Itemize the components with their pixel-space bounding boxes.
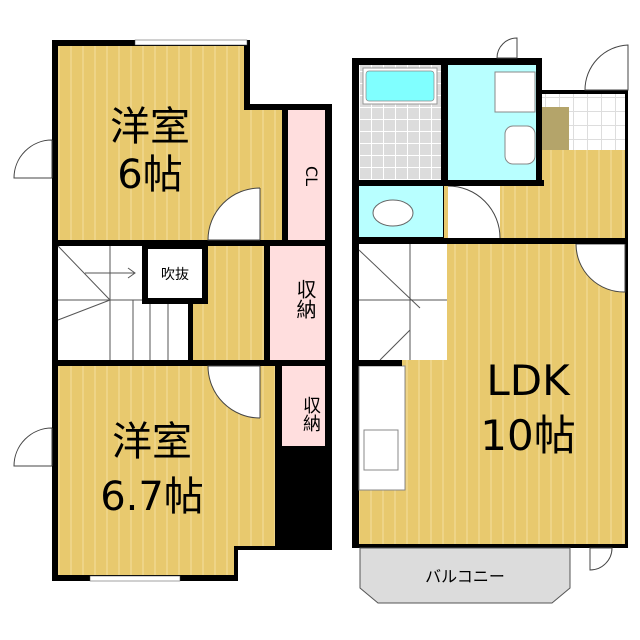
window (89, 575, 181, 582)
balcony-label: バルコニー (425, 567, 505, 586)
wash-basin (504, 125, 536, 165)
ldk-size: 10帖 (480, 411, 575, 460)
door-icon[interactable] (13, 139, 53, 179)
stair-arrow-icon (85, 267, 136, 279)
storage-mid (270, 246, 325, 360)
stairs-1f (359, 244, 447, 360)
room-western-6-7 (58, 366, 275, 575)
ldk-name: LDK (486, 356, 571, 405)
floor-2f: 吹抜 洋室 6帖 CL 収納 収納 洋室 6.7帖 (13, 39, 332, 582)
window (134, 39, 248, 46)
room-western-6 (58, 46, 284, 240)
toilet-icon (372, 199, 414, 227)
room-name: 洋室 (110, 104, 190, 150)
sink (363, 429, 399, 471)
floor-1f: LDK 10帖 バルコニー (352, 37, 629, 604)
storage-low (282, 366, 325, 446)
corridor-door-area (448, 186, 500, 238)
closet-cl (288, 110, 325, 240)
balcony (359, 547, 571, 604)
room-size: 6帖 (117, 152, 182, 198)
door-icon[interactable] (207, 187, 261, 241)
void-label: 吹抜 (161, 267, 189, 283)
void-area (148, 249, 202, 298)
door-icon[interactable] (575, 243, 626, 293)
door-icon[interactable] (13, 427, 53, 467)
room-name: 洋室 (112, 419, 192, 465)
kitchen-counter (358, 365, 406, 491)
door-icon[interactable] (207, 365, 261, 419)
door-icon[interactable] (496, 37, 518, 59)
room-size: 6.7帖 (100, 474, 204, 520)
door-icon[interactable] (589, 547, 613, 571)
washing-machine (494, 71, 536, 113)
closet-label: CL (302, 166, 321, 186)
entrance-door-icon[interactable] (584, 44, 629, 91)
